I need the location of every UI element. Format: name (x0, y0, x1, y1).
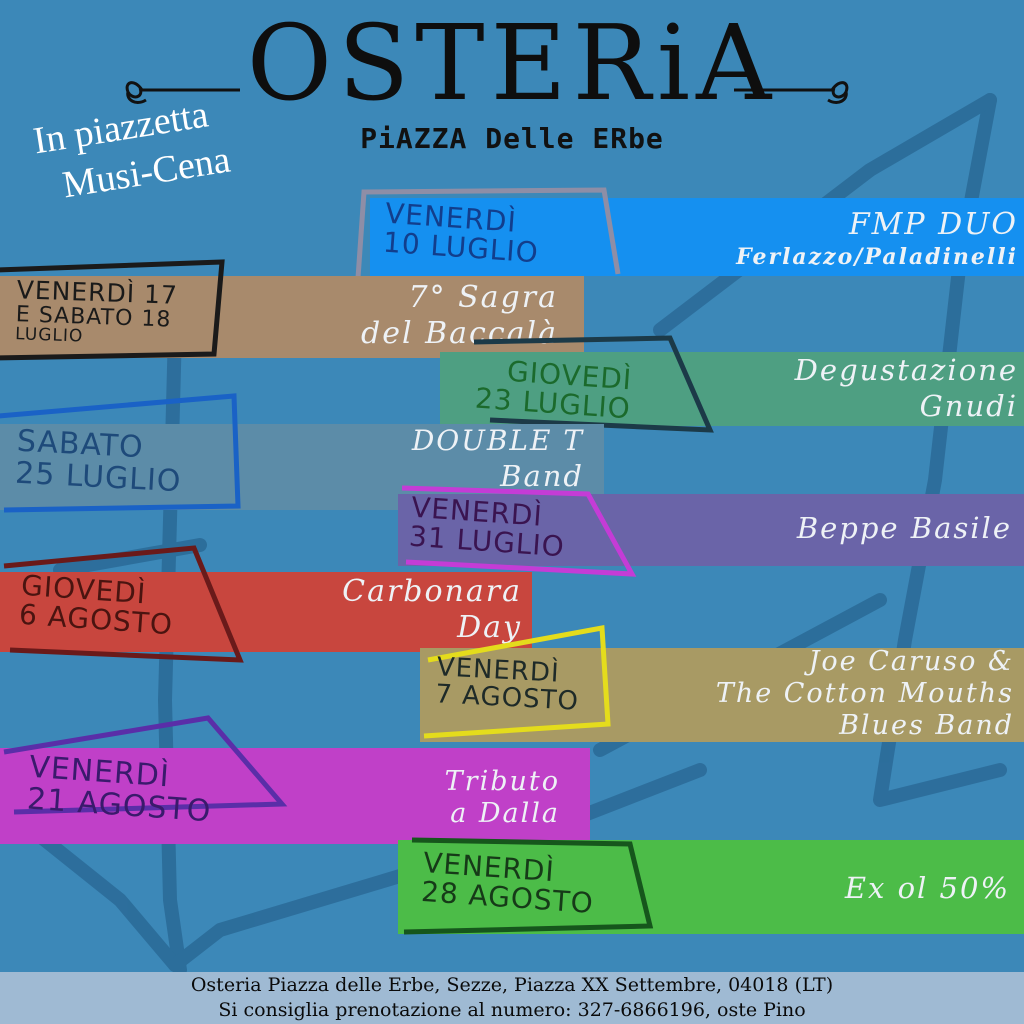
event-title-line-1: Joe Caruso & (808, 646, 1014, 677)
event-title: FMP DUO Ferlazzo/Paladinelli (736, 208, 1018, 272)
event-title-line-1: Ex ol 50% (844, 871, 1010, 905)
event-band-joe-caruso: Venerdì 7 Agosto Joe Caruso & The Cotton… (420, 625, 1024, 742)
event-title-line-2: Day (457, 610, 522, 645)
event-title-line-1: 7° Sagra (408, 280, 558, 315)
event-date-line-2: 25 Luglio (14, 455, 183, 499)
event-date: Giovedì 23 Luglio (474, 355, 634, 426)
event-title-line-1: Tributo (444, 766, 560, 797)
event-band-degustazione-gnudi: Giovedì 23 Luglio Degustazione Gnudi (440, 335, 1024, 433)
footer-booking: Si consiglia prenotazione al numero: 327… (218, 999, 806, 1021)
footer-address: Osteria Piazza delle Erbe, Sezze, Piazza… (190, 974, 834, 996)
event-band-carbonara-day: Giovedì 6 Agosto Carbonara Day (0, 545, 532, 663)
event-band-beppe-basile: Venerdì 31 Luglio Beppe Basile (398, 485, 1024, 577)
page-subtitle: PiAZZA Delle ERbe (360, 122, 664, 155)
event-title: Joe Caruso & The Cotton Mouths Blues Ban… (716, 646, 1014, 742)
event-title: Carbonara Day (342, 574, 522, 646)
event-title: Ex ol 50% (845, 870, 1010, 906)
left-ornament-icon (125, 81, 240, 104)
event-band-tributo-dalla: Venerdì 21 Agosto Tributo a Dalla (0, 715, 590, 844)
event-title-line-1: FMP DUO (848, 207, 1018, 242)
event-title: DOUBLE T Band (412, 424, 584, 494)
footer: Osteria Piazza delle Erbe, Sezze, Piazza… (0, 972, 1024, 1024)
event-band-fmp-duo: Venerdì 10 Luglio FMP DUO Ferlazzo/Palad… (355, 187, 1024, 279)
event-title-line-1: Degustazione (794, 353, 1018, 387)
right-ornament-icon (734, 81, 849, 104)
event-title-line-1: Carbonara (342, 574, 522, 609)
event-title-line-3: Blues Band (839, 710, 1014, 741)
event-title-line-2: a Dalla (450, 798, 560, 829)
event-date: Sabato 25 Luglio (14, 424, 183, 499)
event-date: Venerdì 21 Agosto (26, 750, 214, 829)
page-title: OSTERiA (246, 2, 778, 124)
event-title: 7° Sagra del Baccalà (361, 280, 558, 352)
event-date: Giovedì 6 Agosto (18, 569, 176, 642)
event-title-line-1: Beppe Basile (796, 511, 1012, 545)
event-title: Beppe Basile (797, 510, 1012, 546)
event-title: Tributo a Dalla (445, 766, 560, 830)
header: OSTERiA PiAZZA Delle ERbe (0, 0, 1024, 170)
event-band-ex-ol: Venerdì 28 Agosto Ex ol 50% (398, 837, 1024, 935)
event-title-line-2: Band (500, 459, 584, 493)
event-title-line-2: Gnudi (919, 389, 1018, 423)
event-date: Venerdì 28 Agosto (420, 846, 597, 920)
event-title-line-2: The Cotton Mouths (715, 678, 1014, 709)
event-date: Venerdì 31 Luglio (408, 491, 568, 564)
event-title-line-2: del Baccalà (361, 316, 558, 351)
event-date: Venerdì 10 Luglio (382, 197, 542, 270)
event-band-sagra-baccala: Venerdì 17 e sabato 18 luglio 7° Sagra d… (0, 259, 584, 361)
event-date: Venerdì 17 e sabato 18 luglio (15, 275, 178, 350)
event-title-line-1: DOUBLE T (411, 424, 584, 457)
event-title-line-2: Ferlazzo/Paladinelli (736, 244, 1018, 270)
event-date: Venerdì 7 Agosto (435, 652, 581, 717)
event-title: Degustazione Gnudi (795, 352, 1018, 424)
